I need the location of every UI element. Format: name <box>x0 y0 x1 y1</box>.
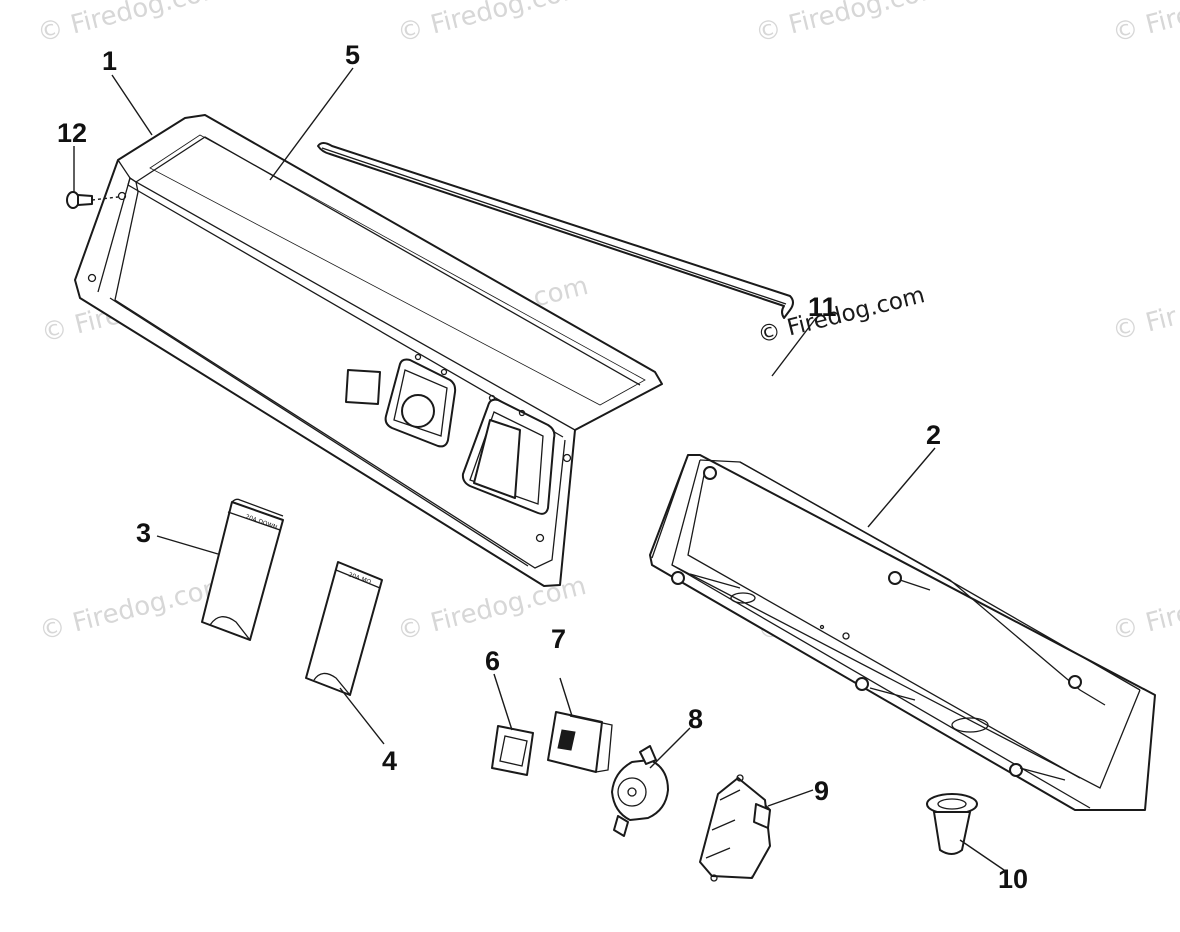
callout-12: 12 <box>57 118 87 148</box>
part-9-duplex-receptacle <box>699 774 771 882</box>
leader-lines <box>73 67 1005 871</box>
callout-1: 1 <box>102 46 117 76</box>
callout-8: 8 <box>688 704 703 734</box>
watermark: © Firedog.com <box>394 0 589 49</box>
callout-3: 3 <box>136 518 151 548</box>
callout-4: 4 <box>382 746 397 776</box>
part-4-outlet-cover: 20A MO <box>305 561 383 696</box>
watermark: © Firedog.com <box>36 571 231 647</box>
part-12-screw <box>66 191 119 209</box>
callout-5: 5 <box>345 40 360 70</box>
part-2-housing-box <box>649 454 1156 811</box>
callout-11: 11 <box>808 292 837 322</box>
part-1-control-panel <box>74 114 663 587</box>
callout-9: 9 <box>814 776 829 806</box>
part-7-rocker-switch <box>547 711 613 773</box>
part-10-grommet <box>926 793 978 855</box>
watermark: © Fire <box>1109 598 1180 647</box>
callout-6: 6 <box>485 646 500 676</box>
watermark: © Firedog.com <box>752 0 947 49</box>
callouts: 1 5 12 11 2 3 4 6 7 8 9 10 <box>57 40 1028 894</box>
part-5-decal <box>149 134 646 406</box>
part-3-outlet-cover: 20A DOWN <box>201 498 284 641</box>
watermark: © Firedog.com <box>34 0 229 49</box>
watermark: © Fir <box>1109 302 1180 347</box>
callout-10: 10 <box>998 864 1028 894</box>
part-6-switch-boot <box>491 725 534 776</box>
part-8-receptacle <box>611 745 669 837</box>
part-11-trim-seal <box>317 142 794 319</box>
watermark: © Fire <box>1109 0 1180 49</box>
callout-2: 2 <box>926 420 941 450</box>
callout-7: 7 <box>551 624 566 654</box>
